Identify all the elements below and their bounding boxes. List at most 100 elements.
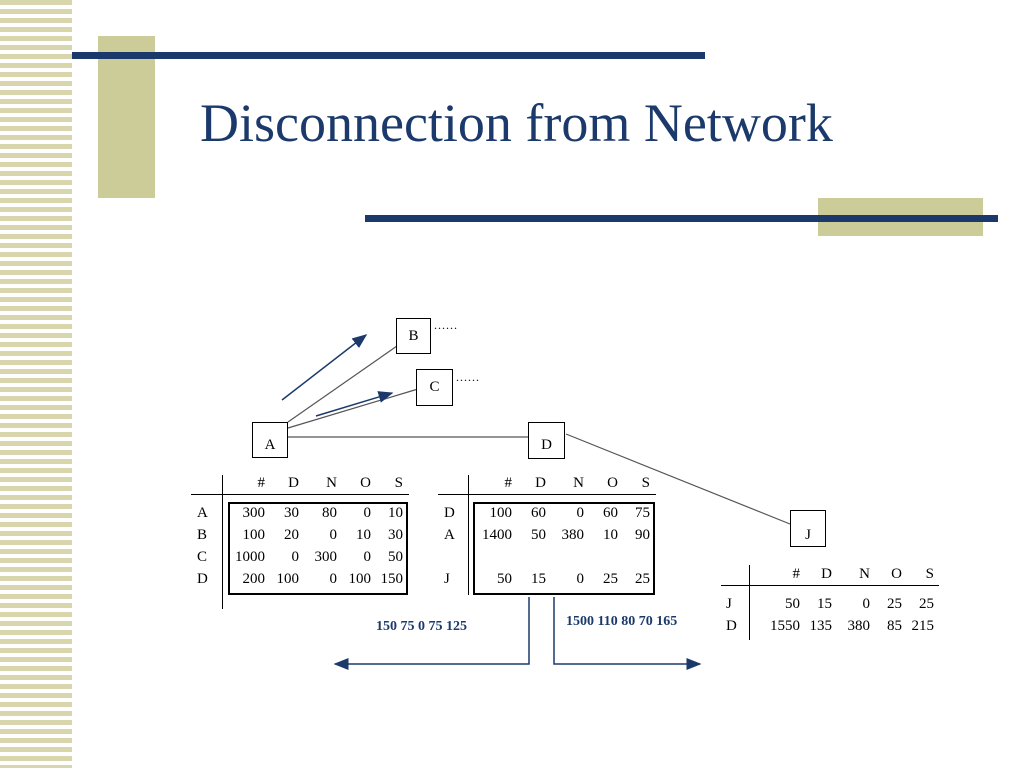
row-label: C — [197, 548, 208, 565]
cell: 10 — [603, 526, 618, 543]
cell: 100 — [276, 570, 300, 587]
table-j: # D N O S J 50 15 0 25 25 D 1550 135 380… — [726, 563, 934, 637]
table-row: D 200 100 0 100 150 — [197, 568, 403, 590]
message-right: 1500 110 80 70 165 — [566, 614, 678, 629]
table-a-header: S — [394, 474, 403, 491]
table-a-divider — [222, 475, 223, 609]
link-a-c — [287, 388, 419, 429]
cell: 0 — [576, 570, 585, 587]
cell: 380 — [847, 617, 871, 634]
row-label: D — [726, 617, 737, 634]
cell: 15 — [817, 595, 832, 612]
link-d-j — [565, 433, 791, 525]
table-row: A 300 30 80 0 10 — [197, 502, 403, 524]
cell: 0 — [291, 548, 300, 565]
cell: 10 — [388, 504, 403, 521]
table-d-header: D — [535, 474, 546, 491]
cell: 60 — [603, 504, 618, 521]
message-left: 150 75 0 75 125 — [376, 619, 467, 634]
node-b: B — [396, 318, 431, 354]
cell: 50 — [497, 570, 512, 587]
title-accent-block-left — [98, 36, 155, 198]
table-a-box — [228, 502, 408, 595]
cell: 215 — [911, 617, 935, 634]
cell: 90 — [635, 526, 650, 543]
table-row: B 100 20 0 10 30 — [197, 524, 403, 546]
table-d-header-row: # D N O S — [444, 472, 651, 494]
table-row: J 50 15 0 25 25 — [726, 593, 934, 615]
cell: 1000 — [235, 548, 265, 565]
node-c-dots: ...... — [456, 370, 480, 384]
table-a-header: N — [326, 474, 337, 491]
table-row: A 1400 50 380 10 90 — [444, 524, 650, 546]
table-a-header: D — [288, 474, 299, 491]
node-a-label: A — [264, 437, 276, 453]
cell: 0 — [576, 504, 585, 521]
cell: 380 — [561, 526, 585, 543]
table-j-header-rule — [721, 585, 939, 586]
row-label: J — [726, 595, 732, 612]
cell: 10 — [356, 526, 371, 543]
table-d-box — [473, 502, 655, 595]
node-b-label: B — [408, 328, 419, 344]
cell: 25 — [635, 570, 650, 587]
cell: 80 — [322, 504, 337, 521]
node-d-label: D — [541, 437, 552, 453]
node-a: A — [252, 422, 288, 458]
cell: 1550 — [770, 617, 800, 634]
cell: 0 — [363, 504, 372, 521]
cell: 100 — [348, 570, 372, 587]
row-label: A — [444, 526, 455, 543]
cell: 50 — [785, 595, 800, 612]
table-row: C 1000 0 300 0 50 — [197, 546, 403, 568]
cell: 25 — [919, 595, 934, 612]
title-rule-top — [72, 52, 705, 59]
table-d-header: # — [504, 474, 513, 491]
row-label: D — [444, 504, 455, 521]
table-j-divider — [749, 565, 750, 640]
table-d: # D N O S D 100 60 0 60 75 A 1400 50 380… — [444, 472, 650, 590]
row-label: J — [444, 570, 450, 587]
row-label: A — [197, 504, 208, 521]
link-a-b — [287, 345, 398, 423]
node-c: C — [416, 369, 453, 406]
cell: 100 — [242, 526, 266, 543]
cell: 25 — [603, 570, 618, 587]
cell: 0 — [363, 548, 372, 565]
cell: 20 — [284, 526, 299, 543]
cell: 60 — [531, 504, 546, 521]
cell: 50 — [388, 548, 403, 565]
arrow-msg-right — [553, 597, 702, 670]
cell: 100 — [489, 504, 513, 521]
cell: 25 — [887, 595, 902, 612]
table-j-header: S — [925, 565, 934, 582]
cell: 200 — [242, 570, 266, 587]
table-j-header-row: # D N O S — [726, 563, 935, 585]
cell: 135 — [809, 617, 833, 634]
table-a-header-row: # D N O S — [197, 472, 404, 494]
cell: 85 — [887, 617, 902, 634]
node-j-label: J — [805, 527, 811, 543]
table-d-header-rule — [438, 494, 656, 495]
row-label: D — [197, 570, 208, 587]
table-j-header: N — [859, 565, 870, 582]
row-label: B — [197, 526, 208, 543]
table-d-divider — [468, 475, 469, 595]
cell: 50 — [531, 526, 546, 543]
table-d-header: S — [641, 474, 650, 491]
node-d: D — [528, 422, 565, 459]
cell: 0 — [329, 570, 338, 587]
cell: 300 — [314, 548, 338, 565]
table-j-header: # — [792, 565, 801, 582]
arrow-a-to-b — [281, 334, 368, 401]
cell: 1400 — [482, 526, 512, 543]
table-j-header: O — [891, 565, 902, 582]
table-a-header: # — [257, 474, 266, 491]
title-rule-bottom — [365, 215, 998, 222]
arrow-a-to-c — [315, 391, 394, 417]
table-j-header: D — [821, 565, 832, 582]
table-row: D 1550 135 380 85 215 — [726, 615, 934, 637]
table-a: # D N O S A 300 30 80 0 10 B 100 20 0 10… — [197, 472, 403, 590]
node-j: J — [790, 510, 826, 547]
cell: 75 — [635, 504, 650, 521]
